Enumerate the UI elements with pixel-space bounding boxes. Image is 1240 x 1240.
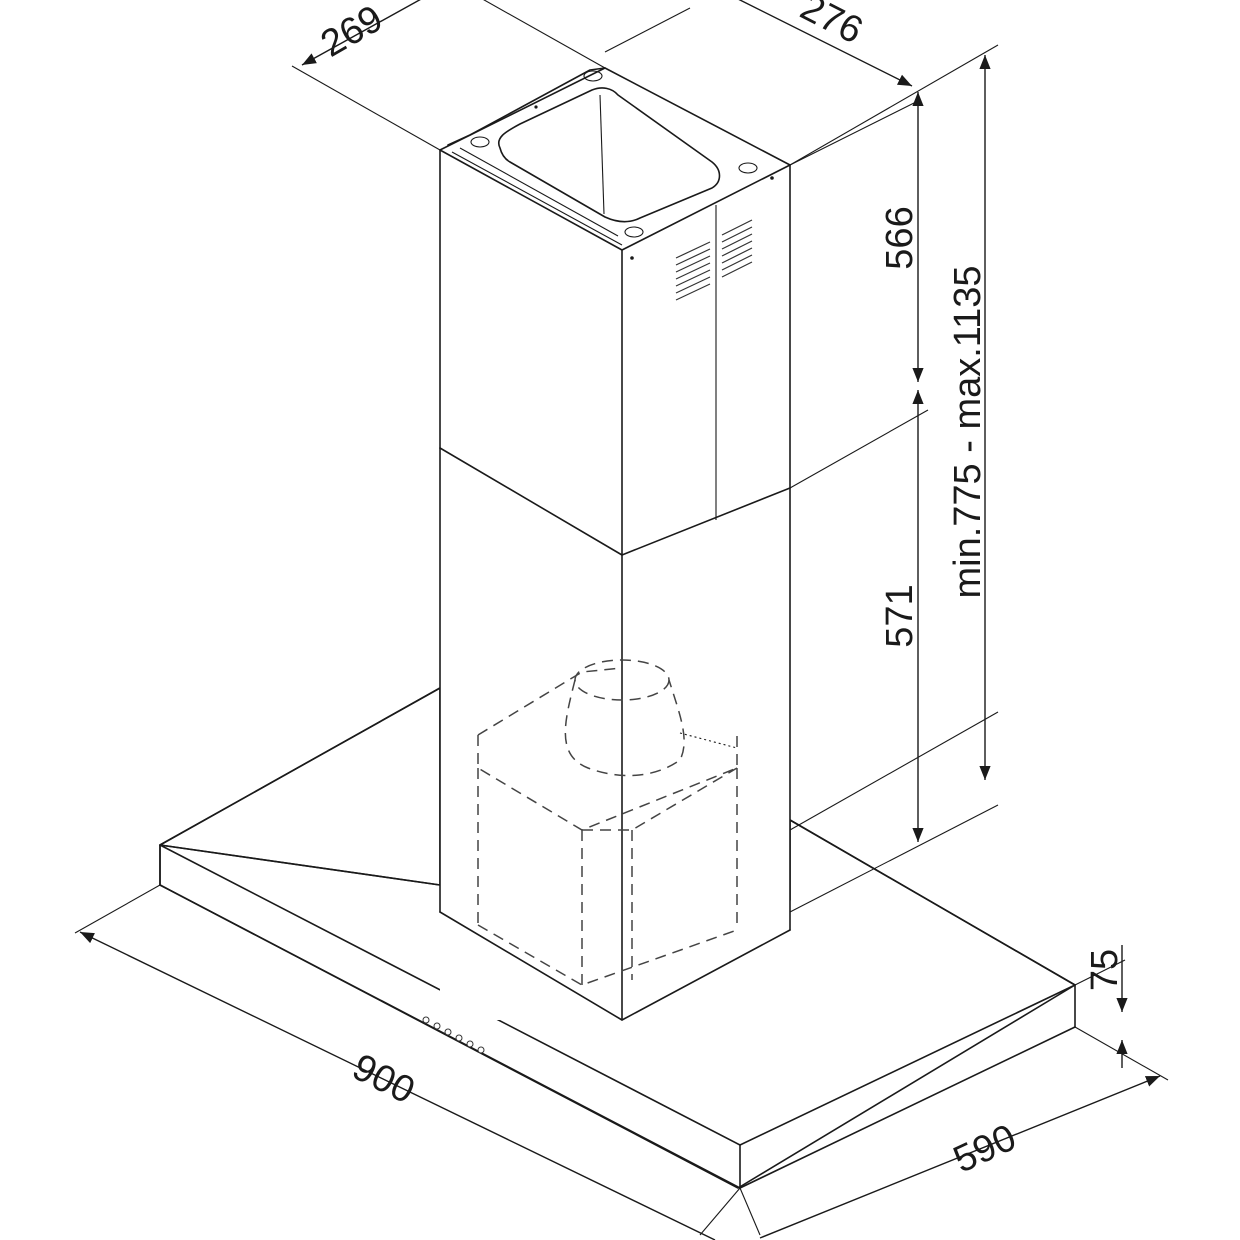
led-button: [422, 1016, 430, 1024]
control-buttons: [422, 1016, 485, 1054]
motor-unit-hidden: [477, 659, 738, 986]
dim-chimney-depth: 269: [314, 0, 390, 66]
dim-total-height-range: min.775 - max.1135: [947, 265, 989, 598]
led-button: [466, 1040, 474, 1048]
lower-chimney: [439, 447, 791, 1021]
dim-canopy-width: 900: [346, 1046, 422, 1112]
dim-upper-chimney-height: 566: [879, 206, 921, 269]
dimension-lines: [74, 0, 1169, 1240]
dim-chimney-width: 276: [794, 0, 870, 52]
vent-grille: [675, 219, 753, 301]
led-button: [477, 1046, 485, 1054]
led-button: [433, 1022, 441, 1030]
led-button: [455, 1034, 463, 1042]
dim-lower-chimney-height: 571: [879, 584, 921, 647]
led-button: [444, 1028, 452, 1036]
dim-canopy-depth: 590: [947, 1117, 1022, 1182]
dim-canopy-thickness: 75: [1084, 949, 1126, 991]
